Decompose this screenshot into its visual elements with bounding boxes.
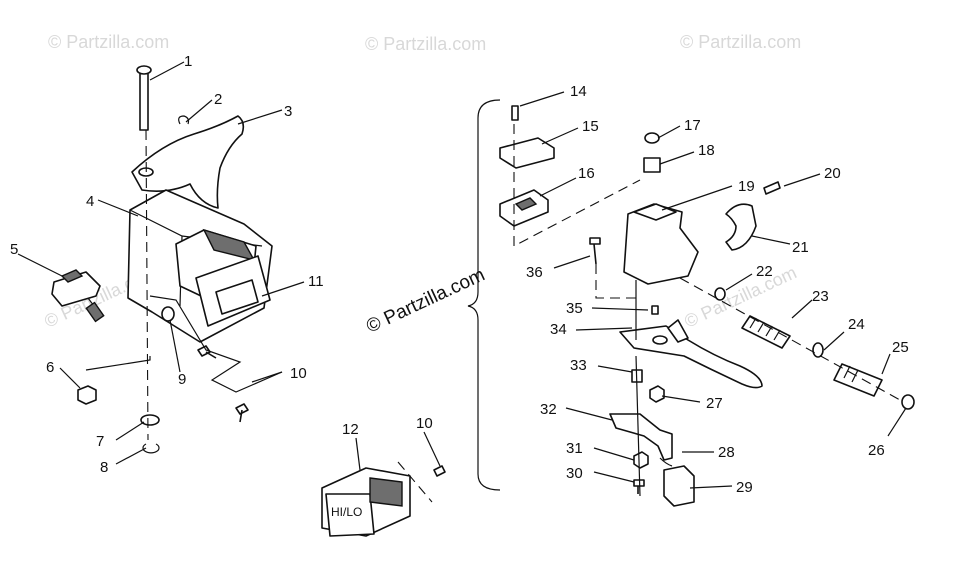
part-brake-switch xyxy=(663,465,695,507)
callout-12: 12 xyxy=(342,421,359,438)
callout-3: 3 xyxy=(284,103,292,120)
callout-10-left: 10 xyxy=(290,365,307,382)
left-assembly xyxy=(51,65,283,454)
callout-18: 18 xyxy=(698,142,715,159)
part-washer-left xyxy=(140,414,160,426)
part-bolt-36 xyxy=(589,237,601,265)
callout-6: 6 xyxy=(46,359,54,376)
part-wire xyxy=(659,457,673,467)
callout-32: 32 xyxy=(540,401,557,418)
callout-11: 11 xyxy=(308,273,324,290)
part-screw-30 xyxy=(633,479,645,494)
watermark-top-center: © Partzilla.com xyxy=(365,34,486,54)
callout-10-switch: 10 xyxy=(416,415,433,432)
part-eclip xyxy=(142,443,160,454)
part-nut-27 xyxy=(649,385,665,403)
part-clip xyxy=(178,115,190,125)
bolt-axis xyxy=(595,264,640,299)
switch-rocker xyxy=(369,477,403,507)
part-piston xyxy=(833,363,883,397)
leader-lines xyxy=(17,61,907,489)
left-axis xyxy=(145,129,149,441)
left-bracket-lines xyxy=(85,295,283,393)
part-adjuster-block xyxy=(51,269,105,323)
watermark-top-left: © Partzilla.com xyxy=(48,32,169,52)
callout-26: 26 xyxy=(868,442,885,459)
callout-35: 35 xyxy=(566,300,583,317)
callout-14: 14 xyxy=(570,83,587,100)
callout-33: 33 xyxy=(570,357,587,374)
callout-17: 17 xyxy=(684,117,701,134)
part-screw-14 xyxy=(511,105,519,121)
cylinder-reservoir xyxy=(633,203,677,221)
callout-25: 25 xyxy=(892,339,909,356)
callout-9: 9 xyxy=(178,371,186,388)
part-switch-screw xyxy=(433,465,446,477)
part-pin xyxy=(136,65,152,131)
part-washer-24 xyxy=(812,342,824,358)
part-clamp xyxy=(725,203,757,251)
switch-label: HI/LO xyxy=(331,505,362,519)
callout-20: 20 xyxy=(824,165,841,182)
part-screw-20 xyxy=(763,181,781,195)
part-screw-lower xyxy=(235,403,249,423)
part-switch-face xyxy=(325,493,375,537)
callout-2: 2 xyxy=(214,91,222,108)
watermark-top-right: © Partzilla.com xyxy=(680,32,801,52)
callout-31: 31 xyxy=(566,440,583,457)
callout-labels: 1 2 3 4 5 6 7 8 9 10 10 11 12 14 15 16 1… xyxy=(10,53,909,496)
callout-1: 1 xyxy=(184,53,192,70)
callout-29: 29 xyxy=(736,479,753,496)
piston-axis xyxy=(679,277,901,401)
part-seal-17 xyxy=(644,132,660,144)
right-assembly xyxy=(499,105,915,507)
spring-coils xyxy=(749,317,781,341)
switch-assembly: HI/LO xyxy=(321,461,446,537)
callout-28: 28 xyxy=(718,444,735,461)
part-nut-31 xyxy=(633,451,649,469)
diaphragm-center xyxy=(514,197,538,211)
callout-23: 23 xyxy=(812,288,829,305)
callout-16: 16 xyxy=(578,165,595,182)
part-spring xyxy=(741,315,791,349)
callout-27: 27 xyxy=(706,395,723,412)
callout-24: 24 xyxy=(848,316,865,333)
callout-5: 5 xyxy=(10,241,18,258)
callout-4: 4 xyxy=(86,193,94,210)
callout-7: 7 xyxy=(96,433,104,450)
part-switch-bracket xyxy=(609,413,673,461)
part-nut-left xyxy=(77,385,97,405)
part-ring-26 xyxy=(901,394,915,410)
lever-tab xyxy=(667,319,689,343)
assembly-bracket xyxy=(467,99,501,491)
part-bushing xyxy=(643,157,661,173)
part-throttle-lever xyxy=(131,115,245,209)
switch-axis xyxy=(397,461,433,503)
callout-19: 19 xyxy=(738,178,755,195)
callout-22: 22 xyxy=(756,263,773,280)
callout-30: 30 xyxy=(566,465,583,482)
part-washer-22 xyxy=(714,287,726,301)
piston-grooves xyxy=(843,365,859,383)
part-35 xyxy=(651,305,659,315)
callout-34: 34 xyxy=(550,321,567,338)
callout-36: 36 xyxy=(526,264,543,281)
callout-21: 21 xyxy=(792,239,809,256)
lever-pivot xyxy=(652,335,668,345)
watermark-center: © Partzilla.com xyxy=(363,264,488,337)
cover-window xyxy=(215,279,259,315)
watermark-right: © Partzilla.com xyxy=(681,262,799,331)
callout-8: 8 xyxy=(100,459,108,476)
callout-15: 15 xyxy=(582,118,599,135)
part-ring xyxy=(161,306,175,322)
reservoir-axis xyxy=(513,124,641,247)
